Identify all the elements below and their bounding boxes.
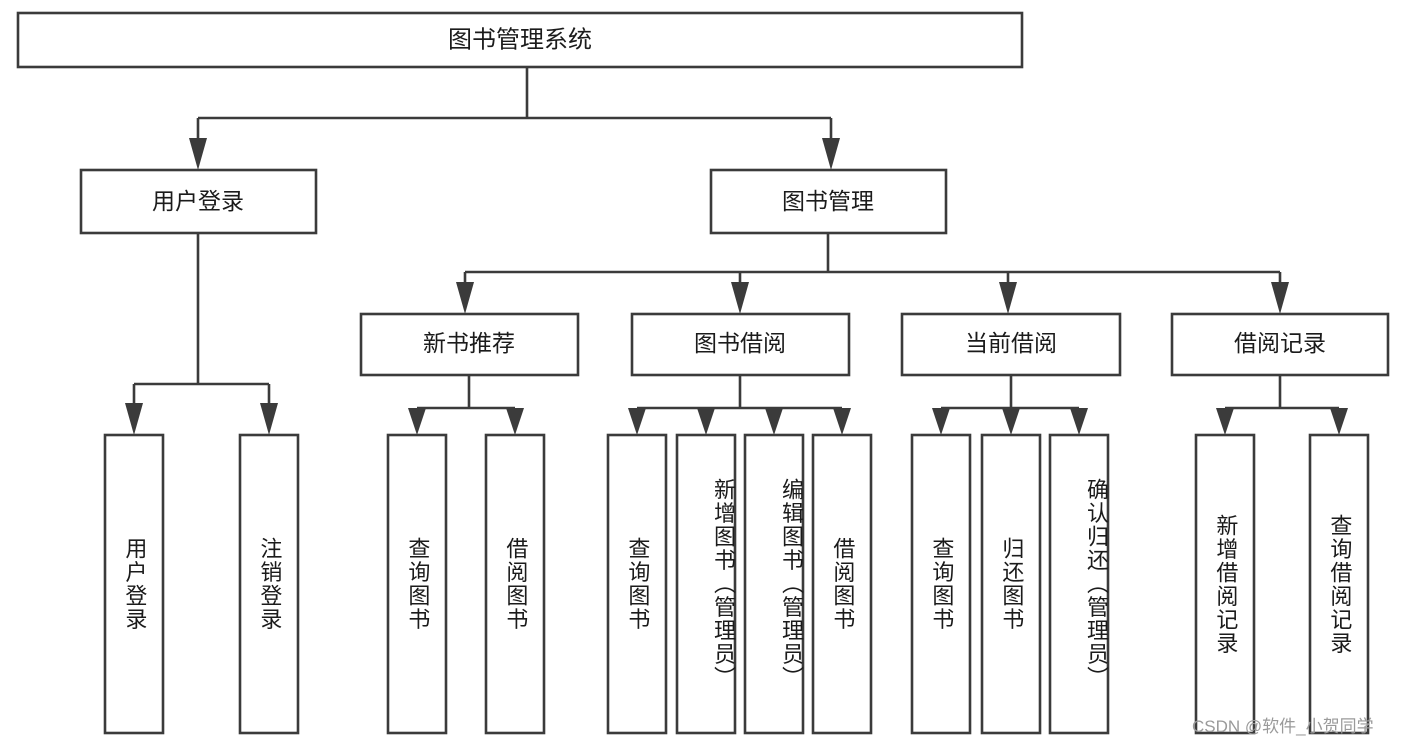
leaf-box-return-book[interactable]	[980, 433, 1042, 735]
connector-root-to-level2	[189, 67, 840, 170]
node-book-borrow[interactable]: 图书借阅	[630, 312, 851, 377]
leaf-box-query-book-new[interactable]	[386, 433, 448, 735]
arrow-head-records	[1271, 282, 1289, 314]
node-book-management[interactable]: 图书管理	[709, 168, 948, 235]
arrow-head-leaf-10	[1002, 408, 1020, 435]
node-user-login[interactable]: 用户登录	[79, 168, 318, 235]
arrow-head-leaf-1	[125, 403, 143, 435]
node-book-management-label: 图书管理	[782, 188, 874, 214]
leaf-box-add-borrow-record[interactable]	[1194, 433, 1256, 735]
node-borrow-records-box[interactable]	[1170, 312, 1390, 377]
arrow-head-leaf-8	[833, 408, 851, 435]
node-book-management-box[interactable]	[709, 168, 948, 235]
node-borrow-records[interactable]: 借阅记录	[1170, 312, 1390, 377]
leaf-box-add-book-admin[interactable]	[675, 433, 737, 735]
leaf-box-borrow-book-new[interactable]	[484, 433, 546, 735]
node-new-book-recommend-label: 新书推荐	[423, 330, 515, 356]
node-new-book-recommend-box[interactable]	[359, 312, 580, 377]
node-book-borrow-box[interactable]	[630, 312, 851, 377]
leaf-box-query-book-borrow[interactable]	[606, 433, 668, 735]
arrow-head-leaf-2	[260, 403, 278, 435]
leaf-box-user-login[interactable]	[103, 433, 165, 735]
arrow-head-leaf-7	[765, 408, 783, 435]
leaf-box-borrow-book[interactable]	[811, 433, 873, 735]
csdn-watermark: CSDN @软件_小贺同学	[1192, 717, 1374, 736]
node-book-borrow-label: 图书借阅	[694, 330, 786, 356]
leaf-box-confirm-return-admin[interactable]	[1048, 433, 1110, 735]
connector-records-to-leaves	[1216, 375, 1348, 435]
node-current-borrow[interactable]: 当前借阅	[900, 312, 1122, 377]
leaf-boxes	[103, 433, 1370, 735]
node-root[interactable]: 图书管理系统	[16, 11, 1024, 69]
arrow-head-user-login	[189, 138, 207, 170]
arrow-head-leaf-11	[1070, 408, 1088, 435]
leaf-box-query-book-current[interactable]	[910, 433, 972, 735]
node-current-borrow-label: 当前借阅	[965, 330, 1057, 356]
arrow-head-leaf-5	[628, 408, 646, 435]
leaf-box-edit-book-admin[interactable]	[743, 433, 805, 735]
connector-book-mgmt-to-level3	[456, 233, 1289, 314]
arrow-head-borrow	[731, 282, 749, 314]
node-user-login-label: 用户登录	[152, 188, 244, 214]
node-new-book-recommend[interactable]: 新书推荐	[359, 312, 580, 377]
leaf-box-query-borrow-record[interactable]	[1308, 433, 1370, 735]
node-borrow-records-label: 借阅记录	[1234, 330, 1326, 356]
connector-new-books-to-leaves	[408, 375, 524, 435]
arrow-head-leaf-4	[506, 408, 524, 435]
node-current-borrow-box[interactable]	[900, 312, 1122, 377]
arrow-head-new-books	[456, 282, 474, 314]
connector-current-borrow-to-leaves	[932, 375, 1088, 435]
node-root-box[interactable]	[16, 11, 1024, 69]
arrow-head-leaf-12	[1216, 408, 1234, 435]
arrow-head-leaf-6	[697, 408, 715, 435]
arrow-head-leaf-3	[408, 408, 426, 435]
arrow-head-leaf-13	[1330, 408, 1348, 435]
arrow-head-book-mgmt	[822, 138, 840, 170]
node-root-label: 图书管理系统	[448, 26, 592, 53]
arrow-head-leaf-9	[932, 408, 950, 435]
arrow-head-current-borrow	[999, 282, 1017, 314]
connector-borrow-to-leaves	[628, 375, 851, 435]
connector-user-login-to-leaves	[125, 233, 278, 435]
leaf-box-logout[interactable]	[238, 433, 300, 735]
